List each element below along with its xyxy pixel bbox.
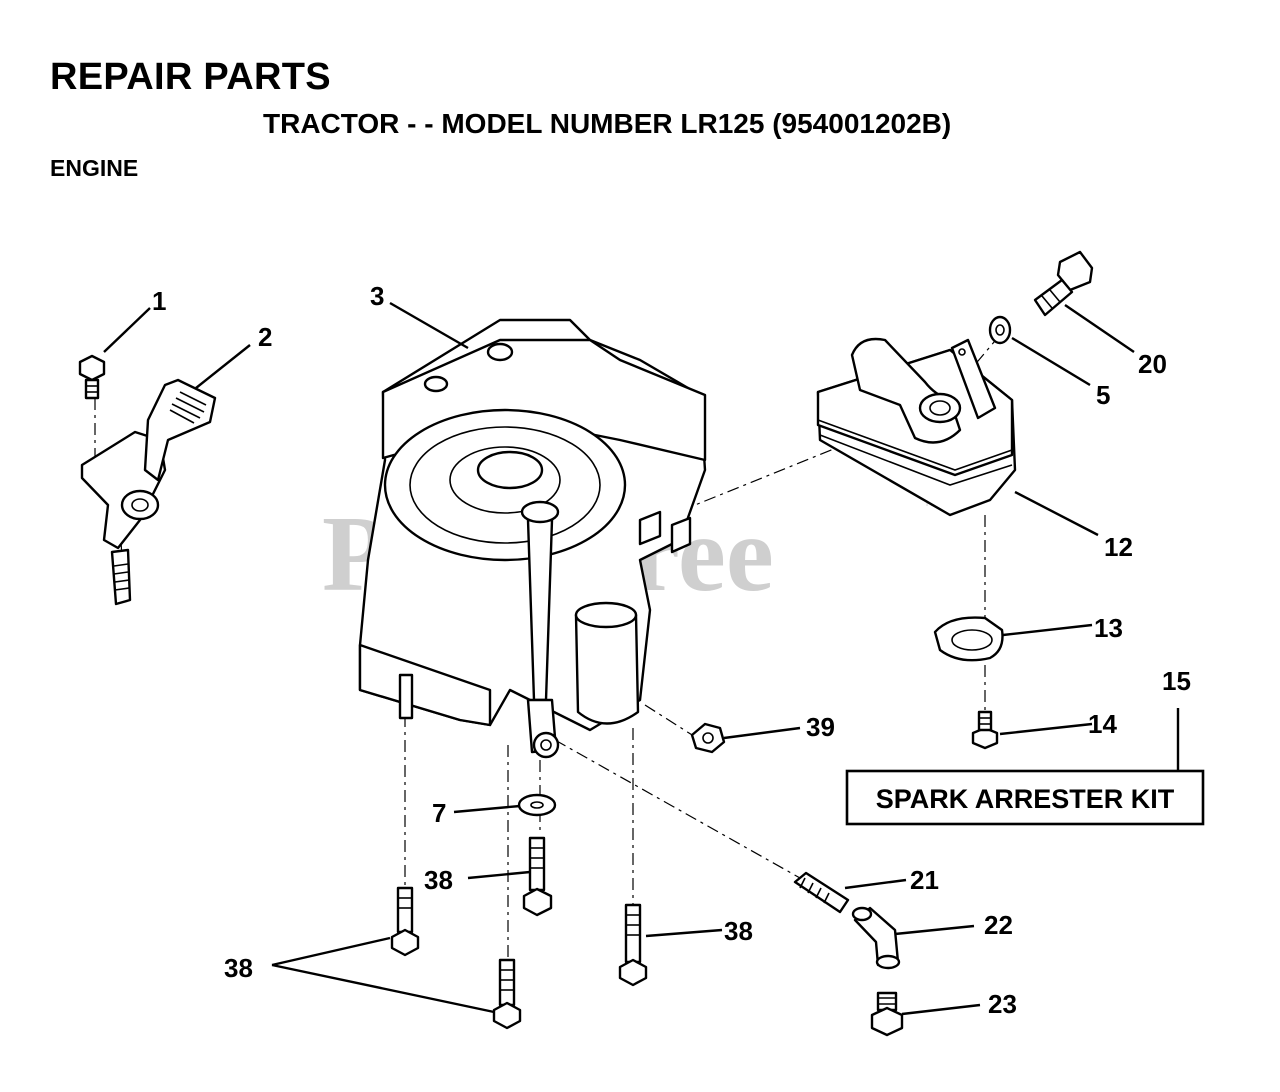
plug-part-23 [870, 991, 904, 1037]
callout-38-c: 38 [224, 953, 253, 983]
page-title: REPAIR PARTS [50, 56, 331, 98]
callouts: 1 2 3 20 5 12 13 15 14 39 7 38 38 38 21 … [152, 281, 1191, 1019]
callout-2: 2 [258, 322, 272, 352]
bolt-part-1 [78, 354, 106, 400]
bolt-part-38-d [492, 958, 522, 1030]
washer-part-5 [988, 315, 1012, 345]
section-label: ENGINE [50, 155, 139, 181]
callout-22: 22 [984, 910, 1013, 940]
callout-21: 21 [910, 865, 939, 895]
bolt-part-20 [1033, 250, 1094, 317]
callout-20: 20 [1138, 349, 1167, 379]
callout-1: 1 [152, 286, 166, 316]
bolt-part-38-b [390, 886, 420, 957]
star-washer-part-7 [517, 793, 557, 817]
pipe-nipple-part-21 [793, 871, 850, 914]
callout-15: 15 [1162, 666, 1191, 696]
callout-38-b: 38 [724, 916, 753, 946]
engine-part-3 [358, 318, 707, 759]
callout-14: 14 [1088, 709, 1117, 739]
spark-arrester-kit-box: SPARK ARRESTER KIT [845, 769, 1205, 826]
throttle-control-part-2 [80, 378, 217, 606]
callout-3: 3 [370, 281, 384, 311]
bolt-part-38-c [618, 903, 648, 987]
callout-12: 12 [1104, 532, 1133, 562]
callout-39: 39 [806, 712, 835, 742]
spark-arrester-kit-label: SPARK ARRESTER KIT [876, 784, 1175, 814]
muffler-part-12 [816, 337, 1017, 517]
nut-part-39 [690, 722, 726, 754]
bolt-part-38-a [522, 836, 553, 917]
callout-23: 23 [988, 989, 1017, 1019]
callout-7: 7 [432, 798, 446, 828]
screw-part-14 [971, 710, 999, 750]
callout-5: 5 [1096, 380, 1110, 410]
callout-38-a: 38 [424, 865, 453, 895]
leader-lines [103, 301, 1180, 1016]
callout-13: 13 [1094, 613, 1123, 643]
elbow-part-22 [851, 906, 901, 970]
model-subtitle: TRACTOR - - MODEL NUMBER LR125 (95400120… [263, 108, 952, 139]
spark-arrester-screen-part-13 [933, 616, 1004, 662]
